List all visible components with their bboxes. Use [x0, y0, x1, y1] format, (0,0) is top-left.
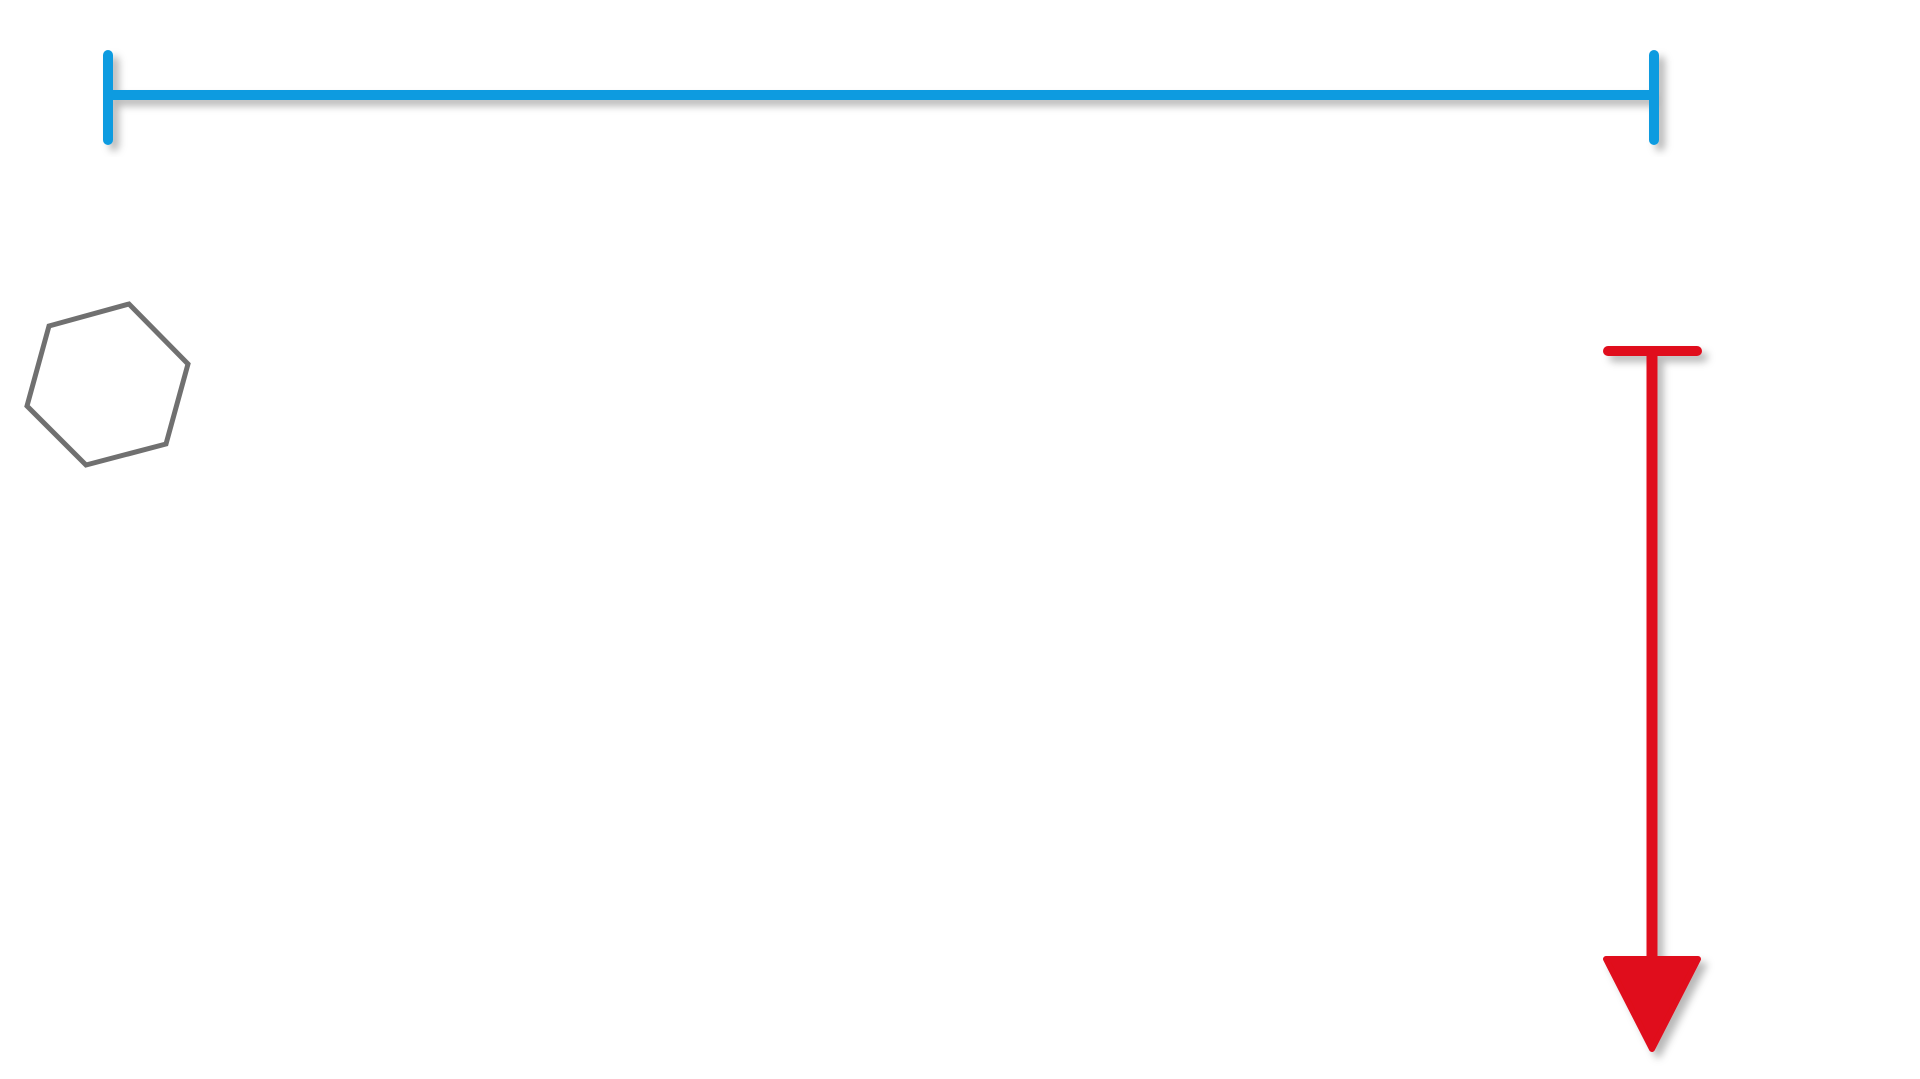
arrow-head [1603, 956, 1701, 1052]
horizontal-dimension-line [103, 50, 1659, 145]
hexagon-shape [24, 301, 191, 468]
vertical-arrow [1603, 346, 1702, 1052]
